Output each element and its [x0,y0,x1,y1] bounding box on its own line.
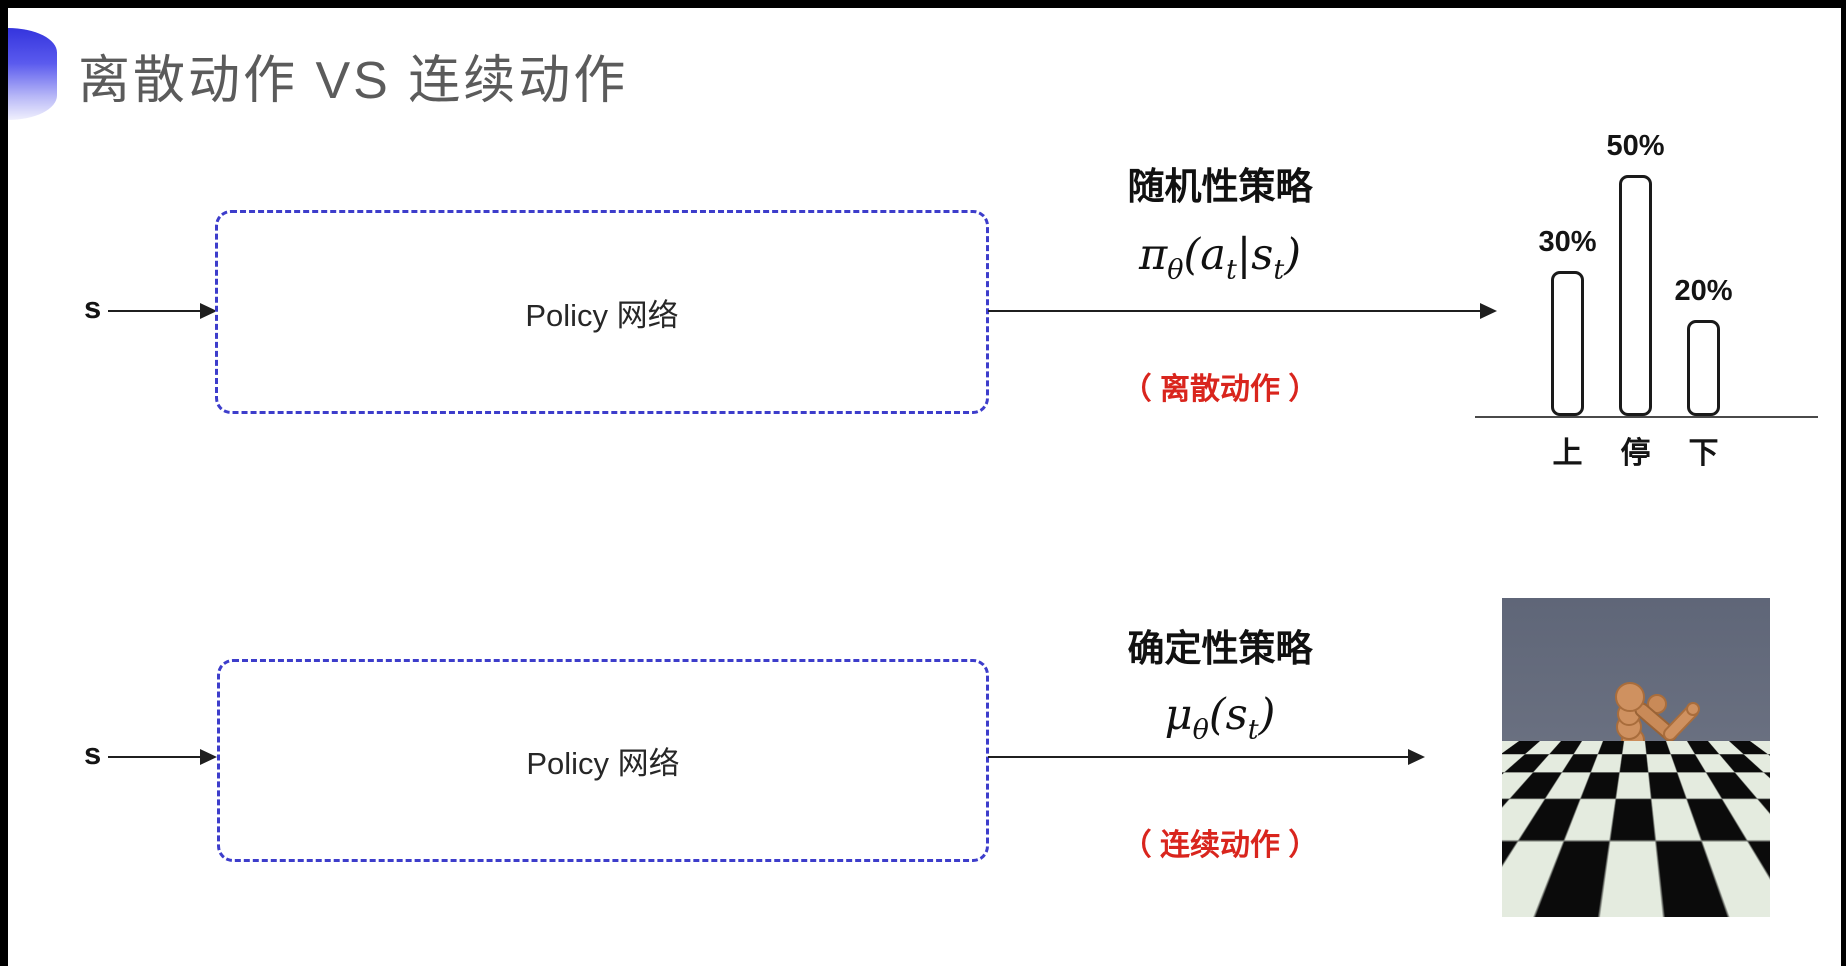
bar-chart-plot-area: 30% 50% 20% [1475,116,1818,418]
policy-title-row2: 确定性策略 [1127,628,1313,669]
page-title: 离散动作 VS 连续动作 [78,52,629,110]
policy-network-label-row1: Policy 网络 [525,297,679,333]
policy-text-row2: 确定性策略 μθ(st) [1050,618,1390,746]
bar-value-label: 30% [1538,226,1597,258]
humanoid-robot-figure [1585,682,1700,854]
bar-group: 30% 50% 20% [1538,130,1733,416]
slide-page: 离散动作 VS 连续动作 s Policy 网络 随机性策略 πθ(at|st)… [8,8,1841,966]
arrow-input-row2 [108,756,204,758]
bar-item: 30% [1538,226,1597,416]
arrowhead-input-row2-icon [200,749,217,765]
policy-network-box-row1: Policy 网络 [215,210,989,414]
category-label: 下 [1688,437,1719,470]
category-label: 停 [1620,437,1651,470]
bar [1619,175,1652,416]
bar-item: 50% [1606,130,1665,416]
x-axis-line [1475,416,1818,418]
humanoid-simulation-image [1502,598,1770,917]
category-labels: 上停下 [1548,428,1723,472]
category-label: 上 [1552,437,1583,470]
bar-item: 20% [1674,275,1733,416]
policy-text-row1: 随机性策略 πθ(at|st) [1050,156,1390,286]
action-type-note-row2: （ 连续动作 ） [1121,829,1319,862]
arrowhead-output-row2-icon [1408,749,1425,765]
state-input-label-row1: s [84,290,102,325]
policy-formula-row1: πθ(at|st) [1138,230,1301,286]
bar-value-label: 20% [1674,275,1733,307]
bar [1551,271,1584,416]
arrow-output-row1 [988,310,1484,312]
title-bullet-decoration [8,28,57,120]
policy-network-label-row2: Policy 网络 [526,746,680,781]
arrow-output-row2 [988,756,1412,758]
floor-reflection-2 [1522,894,1612,914]
policy-formula-row2: μθ(st) [1164,690,1276,746]
bar [1687,320,1720,416]
policy-title-row1: 随机性策略 [1127,166,1313,207]
arrowhead-output-row1-icon [1480,303,1497,319]
policy-network-box-row2: Policy 网络 [217,659,989,862]
arrowhead-input-row1-icon [200,303,217,319]
action-probability-bar-chart: 30% 50% 20% 上 停 下 [1475,116,1818,476]
state-input-label-row2: s [84,736,102,771]
arrow-input-row1 [108,310,204,312]
action-type-note-row1: （ 离散动作 ） [1121,373,1319,406]
bar-value-label: 50% [1606,130,1665,162]
